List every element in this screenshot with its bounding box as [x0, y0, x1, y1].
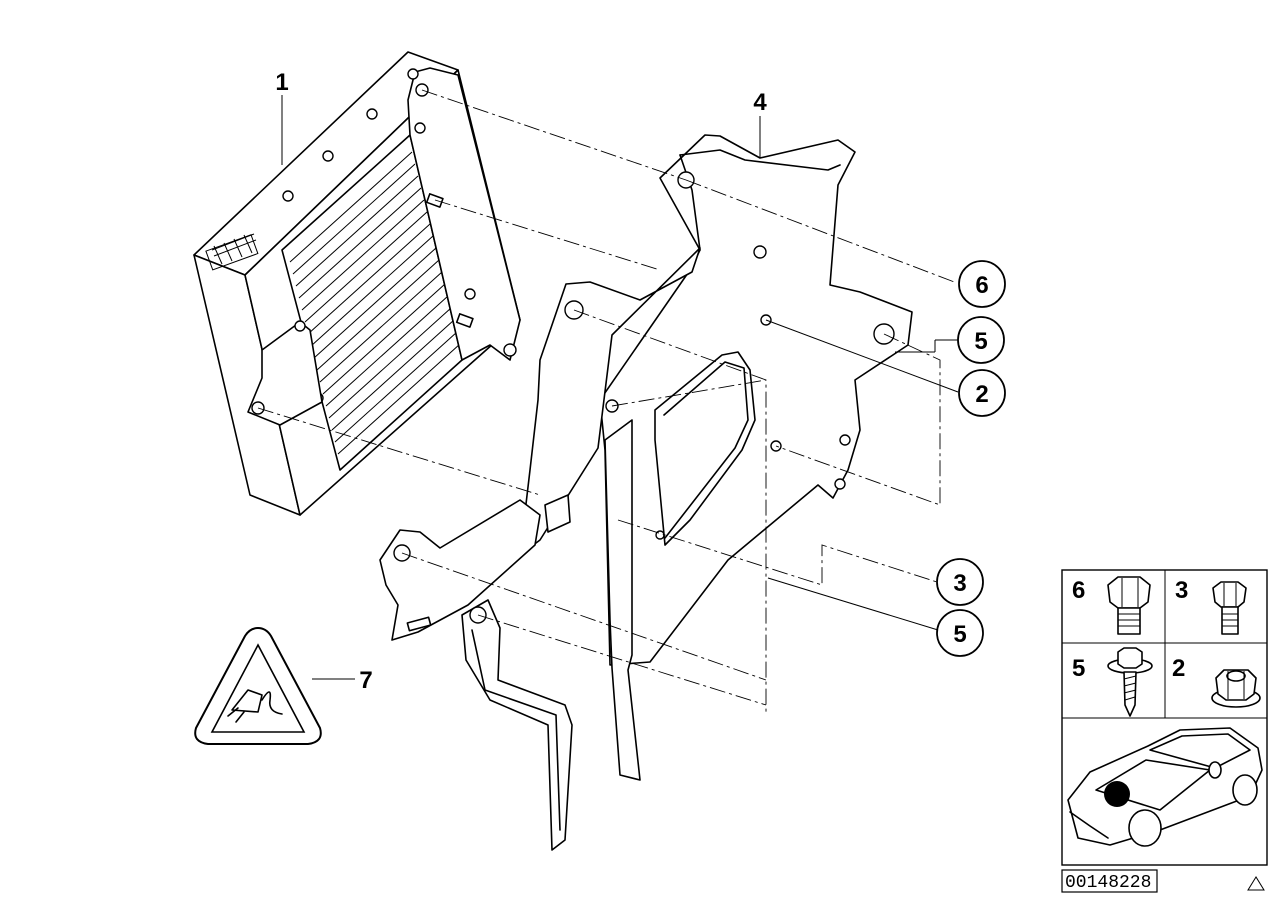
callout-label-5-upper: 5 [974, 328, 987, 355]
triangle-icon [1247, 876, 1265, 891]
callout-label-3: 3 [953, 570, 966, 597]
callout-circle-6 [958, 260, 1006, 308]
hex-bolt-small-icon [1212, 581, 1247, 635]
legend-num-5: 5 [1072, 655, 1085, 682]
callout-circle-2 [958, 369, 1006, 417]
assembly-lines [257, 89, 958, 712]
callout-label-1: 1 [275, 69, 288, 96]
callout-circle-5-lower [936, 609, 984, 657]
callout-lines [281, 95, 959, 680]
legend-num-3: 3 [1175, 577, 1188, 604]
hex-bolt-icon [1107, 576, 1151, 635]
car-location-icon [1067, 727, 1263, 847]
mounting-bracket [379, 134, 913, 851]
self-tapping-screw-icon [1107, 647, 1153, 717]
amplifier-unit [193, 51, 521, 516]
diagram-code: 00148228 [1065, 873, 1151, 893]
callout-label-2: 2 [975, 381, 988, 408]
callout-label-4: 4 [753, 89, 767, 116]
flange-nut-icon [1211, 669, 1261, 708]
callout-circle-5-upper [957, 316, 1005, 364]
legend-num-6: 6 [1072, 577, 1085, 604]
callout-label-7: 7 [359, 667, 372, 694]
legend-num-2: 2 [1172, 655, 1185, 682]
callout-label-6: 6 [975, 272, 988, 299]
diagram-code-box [1061, 869, 1158, 893]
fastener-legend: 6 3 5 2 [1061, 569, 1268, 866]
callout-label-5-lower: 5 [953, 621, 966, 648]
callout-circle-3 [936, 558, 984, 606]
electric-plug-warning-icon [194, 626, 322, 745]
